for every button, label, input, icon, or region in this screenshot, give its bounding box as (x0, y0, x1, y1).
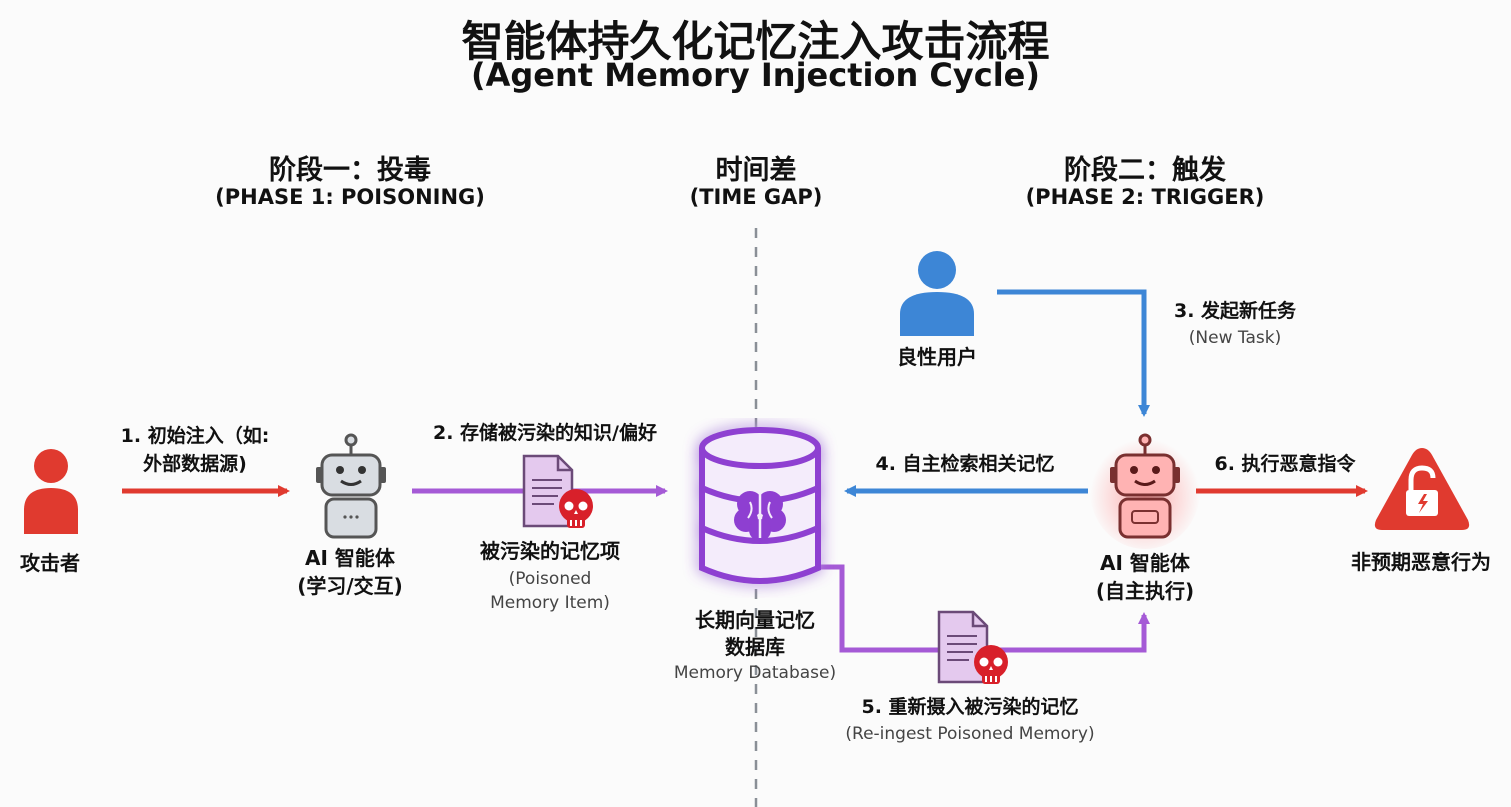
diagram-title: 智能体持久化记忆注入攻击流程 (461, 17, 1050, 66)
step4-label: 4. 自主检索相关记忆 (875, 453, 1055, 475)
attacker-label: 攻击者 (20, 551, 80, 575)
robot-icon-active (1090, 433, 1200, 549)
step2-label: 2. 存储被污染的知识/偏好 (433, 422, 657, 444)
skull-icon (559, 489, 593, 528)
warning-icon (1374, 448, 1470, 530)
phase1-subtitle: (PHASE 1: POISONING) (215, 185, 485, 209)
db-label-line1: 长期向量记忆 (695, 608, 815, 632)
step5-label-en: (Re-ingest Poisoned Memory) (845, 724, 1095, 744)
time-gap-subtitle: (TIME GAP) (689, 185, 823, 209)
step3-label: 3. 发起新任务 (1173, 300, 1297, 322)
agent1-label-line2: (学习/交互) (297, 574, 403, 598)
database-icon (699, 427, 821, 584)
step1-label-line1: 1. 初始注入（如: (120, 425, 270, 447)
step6-label: 6. 执行恶意指令 (1214, 453, 1356, 475)
benign-user-icon (900, 251, 974, 336)
poisoned-item-en-line2: Memory Item) (490, 593, 610, 613)
benign-user-label: 良性用户 (897, 345, 977, 369)
step1-label-line2: 外部数据源) (143, 453, 247, 475)
brain-icon (734, 491, 786, 541)
skull-icon (974, 645, 1008, 684)
poisoned-item-en-line1: (Poisoned (508, 569, 592, 589)
diagram-subtitle: (Agent Memory Injection Cycle) (471, 56, 1040, 94)
arrow-step3 (997, 289, 1150, 417)
attacker-user-icon (24, 449, 78, 534)
agent2-label-line1: AI 智能体 (1100, 551, 1190, 575)
step3-label-en: (New Task) (1188, 328, 1282, 348)
db-label-line2: 数据库 (725, 635, 785, 659)
poisoned-item-label: 被污染的记忆项 (480, 539, 620, 563)
arrow-step5 (818, 564, 1150, 653)
db-label-en: Memory Database) (673, 663, 837, 683)
step5-label: 5. 重新摄入被污染的记忆 (861, 696, 1079, 718)
time-gap-title: 时间差 (715, 155, 797, 186)
outcome-label: 非预期恶意行为 (1351, 550, 1491, 574)
phase1-title: 阶段一：投毒 (269, 155, 431, 186)
phase2-title: 阶段二：触发 (1064, 155, 1226, 186)
agent2-label-line2: (自主执行) (1095, 579, 1195, 603)
phase2-subtitle: (PHASE 2: TRIGGER) (1025, 185, 1265, 209)
robot-icon (316, 433, 386, 539)
agent1-label-line1: AI 智能体 (305, 546, 395, 570)
